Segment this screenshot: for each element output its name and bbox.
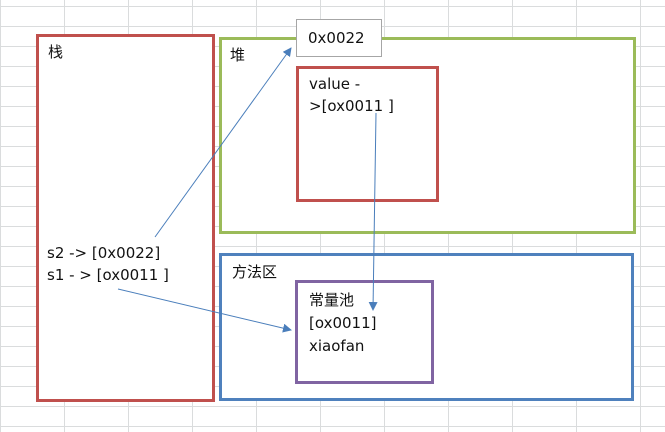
address-box xyxy=(296,19,382,57)
address-label: 0x0022 xyxy=(308,29,365,47)
heap-object-box xyxy=(296,66,439,202)
stack-line-s1: s1 - > [ox0011 ] xyxy=(47,266,169,284)
method-area-title: 方法区 xyxy=(232,263,278,281)
constant-pool-box xyxy=(295,280,434,384)
heap-object-line-1: value - xyxy=(309,75,361,93)
stack-line-s2: s2 -> [0x0022] xyxy=(47,244,161,262)
pool-value: xiaofan xyxy=(309,337,365,355)
heap-object-line-2: >[ox0011 ] xyxy=(309,97,394,115)
pool-title: 常量池 xyxy=(309,291,355,309)
heap-title: 堆 xyxy=(230,46,246,64)
pool-ref: [ox0011] xyxy=(309,314,377,332)
stack-region xyxy=(36,34,215,402)
stack-title: 栈 xyxy=(48,43,64,61)
